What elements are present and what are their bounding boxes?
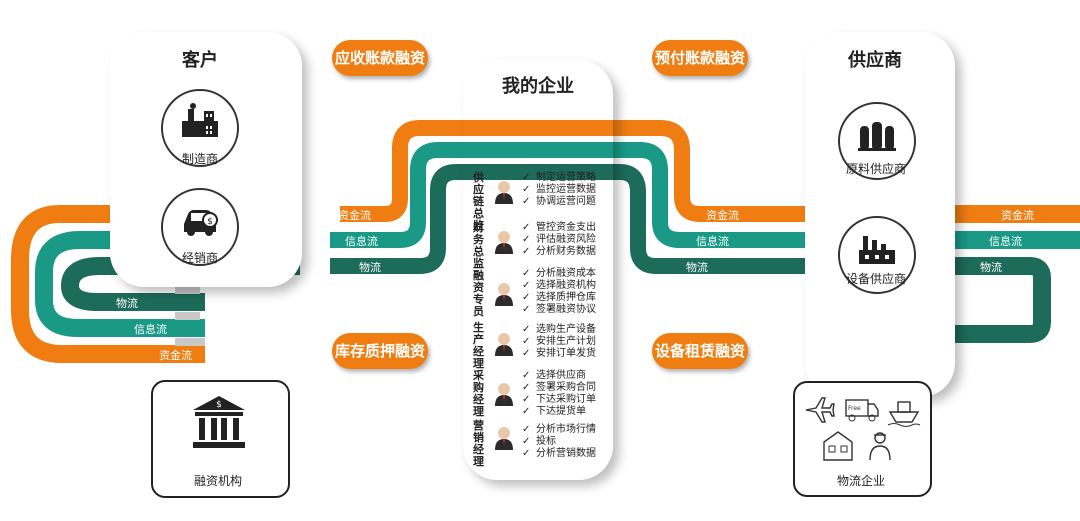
information-flow-label-customer: 信息流 [134, 323, 167, 336]
task-item: ✓签署融资协议 [522, 304, 596, 315]
task-item: ✓下达采购订单 [522, 394, 596, 405]
finance-director-tasks: ✓管控资金支出 ✓评估融资风险 ✓分析财务数据 [522, 222, 596, 258]
courier-icon [869, 432, 891, 461]
task-item: ✓选择融资机构 [522, 280, 596, 291]
warehouse-icon [823, 431, 853, 461]
task-item: ✓安排生产计划 [522, 336, 596, 347]
role-title-marketing-manager: 营销经理 [473, 419, 484, 468]
airplane-icon [805, 397, 835, 423]
distributor-circle: $ [161, 188, 239, 266]
logistics-flow-label-customer: 物流 [116, 297, 138, 310]
marketing-manager-tasks: ✓分析市场行情 ✓投标 ✓分析营销数据 [522, 424, 596, 460]
marketing-manager-avatar-icon [495, 427, 513, 450]
task-item: ✓分析营销数据 [522, 448, 596, 459]
task-item: ✓下达提货单 [522, 406, 586, 417]
role-title-financing-specialist: 融资专员 [473, 269, 484, 318]
task-item: ✓投标 [522, 436, 556, 447]
financing-institution-label: 融资机构 [193, 474, 242, 488]
production-manager-tasks: ✓选购生产设备 ✓安排生产计划 ✓安排订单发货 [522, 324, 596, 360]
svg-text:$: $ [207, 217, 213, 227]
task-item: ✓安排订单发货 [522, 348, 596, 359]
task-item: ✓评估融资风险 [522, 234, 596, 245]
production-manager-avatar-icon [495, 333, 513, 356]
purchasing-manager-tasks: ✓选择供应商 ✓签署采购合同 ✓下达采购订单 ✓下达提货单 [522, 370, 596, 418]
prepayment-financing-pill: 预付账款融资 [652, 40, 748, 76]
inventory-pledge-financing-pill: 库存质押融资 [332, 333, 428, 369]
role-title-purchasing-manager: 采购经理 [473, 369, 484, 418]
finance-director-avatar-icon [495, 231, 513, 254]
capital-flow-label-customer: 资金流 [159, 349, 192, 362]
information-flow-label-supplier: 信息流 [989, 235, 1022, 248]
logistics-flow-supplier [880, 257, 1051, 343]
equipment-supplier-label: 设备供应商 [845, 272, 906, 286]
supply-chain-director-avatar-icon [495, 181, 513, 204]
bank-icon: $ [193, 396, 245, 448]
task-item: ✓选购生产设备 [522, 324, 596, 335]
task-item: ✓制定运营策略 [522, 172, 596, 183]
information-flow-label-right: 信息流 [696, 235, 729, 248]
logistics-flow-label-right: 物流 [686, 261, 708, 274]
logistics-icons [805, 397, 921, 461]
task-item: ✓分析财务数据 [522, 246, 596, 257]
logistics-flow-label-supplier: 物流 [980, 261, 1002, 274]
capital-flow-right [610, 120, 820, 222]
task-item: ✓协调运营问题 [522, 196, 596, 207]
free-tag: Free [848, 405, 861, 412]
silo-icon [858, 122, 896, 151]
logistics-flow-left [330, 164, 470, 274]
logistics-flow-customer [61, 257, 300, 311]
supply-chain-director-tasks: ✓制定运营策略 ✓监控运营数据 ✓协调运营问题 [522, 172, 596, 208]
information-flow-right [610, 142, 820, 248]
distributor-label: 经销商 [181, 251, 218, 265]
factory-icon [182, 103, 218, 137]
equipment-leasing-financing-pill: 设备租赁融资 [652, 333, 748, 369]
manufacturer-circle [161, 89, 239, 167]
capital-flow-label-right: 资金流 [706, 209, 739, 222]
role-title-production-manager: 生产经理 [473, 321, 484, 370]
raw-material-supplier-label: 原料供应商 [845, 162, 906, 176]
information-flow-customer [35, 231, 300, 337]
task-item: ✓管控资金支出 [522, 222, 596, 233]
supplier-title: 供应商 [848, 50, 902, 71]
plant-icon [859, 236, 895, 264]
financing-specialist-avatar-icon [495, 283, 513, 306]
receivables-financing-pill: 应收账款融资 [332, 40, 428, 76]
task-item: ✓分析市场行情 [522, 424, 596, 435]
task-item: ✓分析融资成本 [522, 268, 596, 279]
capital-flow-customer [11, 205, 300, 363]
svg-text:$: $ [216, 400, 222, 410]
capital-flow-label-supplier: 资金流 [1001, 209, 1034, 222]
financing-specialist-tasks: ✓分析融资成本 ✓选择融资机构 ✓选择质押仓库 ✓签署融资协议 [522, 268, 596, 316]
shadow-bars [175, 286, 205, 346]
car-icon: $ [184, 210, 218, 236]
purchasing-manager-avatar-icon [495, 383, 513, 406]
role-title-finance-director: 财务总监 [473, 221, 484, 270]
enterprise-flow-band [463, 120, 613, 180]
logistics-flow-right [610, 164, 820, 274]
enterprise-title: 我的企业 [502, 76, 574, 97]
equipment-supplier-circle [838, 216, 916, 294]
role-title-supply-chain-director: 供应链总监 [473, 171, 484, 232]
logistics-company-label: 物流企业 [836, 474, 885, 488]
supplier-panel [805, 32, 955, 397]
delivery-truck-icon [845, 399, 879, 422]
task-item: ✓选择质押仓库 [522, 292, 596, 303]
capital-flow-left [340, 120, 470, 222]
task-item: ✓签署采购合同 [522, 382, 596, 393]
logistics-flow-label-left: 物流 [359, 261, 381, 274]
task-item: ✓监控运营数据 [522, 184, 596, 195]
financing-institution-box [151, 380, 290, 498]
task-item: ✓选择供应商 [522, 370, 586, 381]
capital-flow-label-left: 资金流 [338, 209, 371, 222]
raw-material-supplier-circle [838, 102, 916, 180]
cargo-ship-icon [887, 401, 921, 427]
information-flow-label-left: 信息流 [345, 235, 378, 248]
customer-title: 客户 [182, 50, 218, 71]
information-flow-left [330, 142, 470, 248]
manufacturer-label: 制造商 [181, 152, 218, 166]
